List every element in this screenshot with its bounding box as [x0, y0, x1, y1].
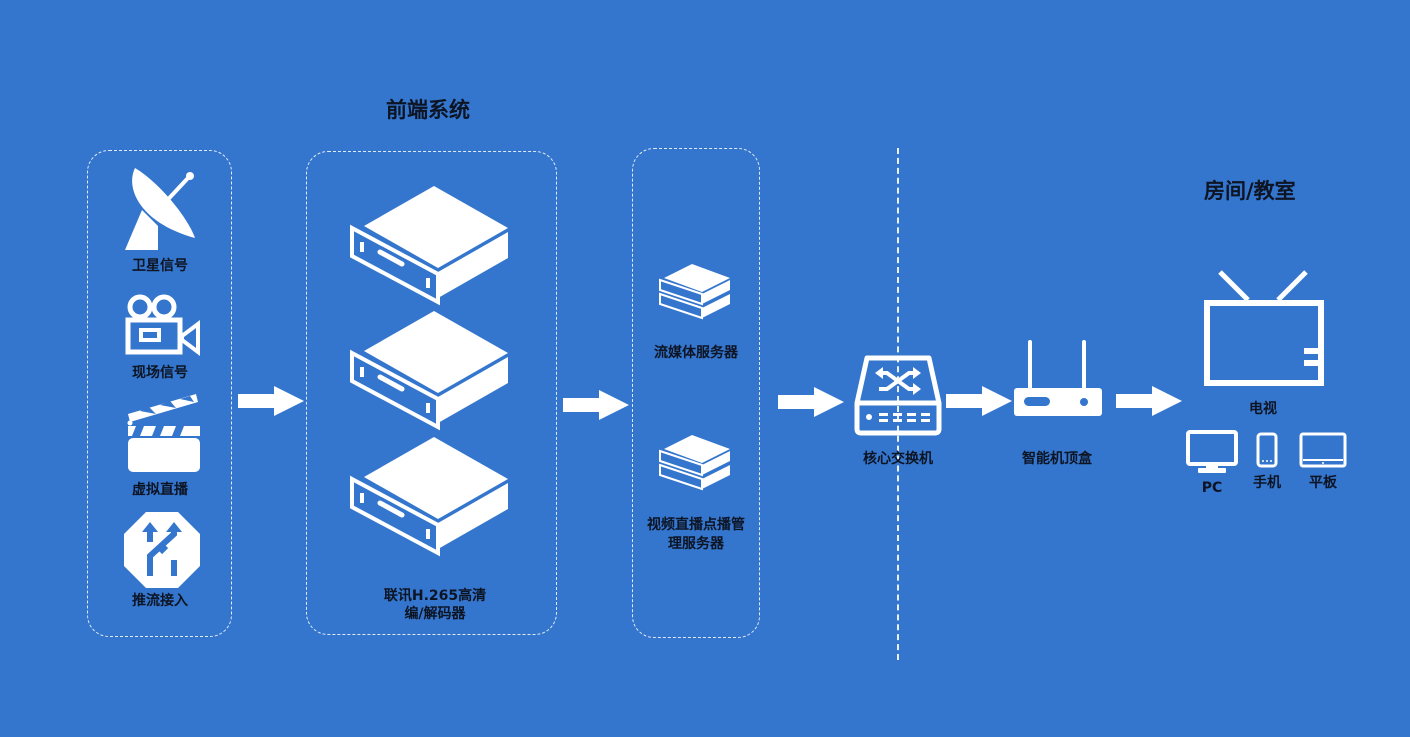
signal-sources-group	[87, 150, 232, 637]
clapperboard-icon	[127, 394, 200, 472]
flow-arrow-1	[238, 386, 304, 416]
room-classroom-title: 房间/教室	[1204, 179, 1296, 203]
source-label-satellite: 卫星信号	[132, 258, 188, 274]
server-label-vod-line2: 理服务器	[668, 536, 724, 552]
video-camera-icon	[125, 294, 200, 356]
terminal-label-tv: 电视	[1249, 401, 1277, 417]
flow-arrow-4	[946, 386, 1012, 416]
server-label-vod-line1: 视频直播点播管	[647, 517, 745, 533]
stream-merge-icon	[124, 512, 200, 588]
encoder-unit-icon	[350, 311, 508, 431]
smartphone-icon	[1256, 432, 1278, 468]
encoder-label-line1: 联讯H.265高清	[383, 588, 487, 604]
flow-arrow-2	[563, 390, 629, 420]
encoder-unit-icon	[350, 186, 508, 306]
source-label-virtual: 虚拟直播	[132, 482, 188, 498]
source-label-push-stream: 推流接入	[132, 593, 188, 609]
satellite-dish-icon	[125, 168, 195, 250]
server-label-streaming: 流媒体服务器	[654, 345, 738, 361]
server-stack-icon	[659, 435, 730, 491]
flow-arrow-5	[1116, 386, 1182, 416]
source-label-live: 现场信号	[132, 365, 188, 381]
tablet-icon	[1299, 432, 1347, 468]
encoder-unit-icon	[350, 437, 508, 557]
frontend-system-title: 前端系统	[386, 98, 470, 122]
server-stack-icon	[659, 264, 730, 320]
terminal-label-tablet: 平板	[1309, 475, 1337, 491]
encoder-label-line2: 编/解码器	[404, 606, 466, 622]
monitor-icon	[1186, 430, 1238, 473]
network-switch-icon	[854, 355, 942, 436]
terminal-label-pc: PC	[1201, 480, 1223, 496]
set-top-box-label: 智能机顶盒	[1022, 451, 1092, 467]
terminal-label-phone: 手机	[1253, 475, 1281, 491]
tv-icon	[1204, 270, 1324, 386]
core-switch-label: 核心交换机	[863, 451, 933, 467]
flow-arrow-3	[778, 387, 844, 417]
encoder-group	[306, 151, 557, 635]
router-icon	[1014, 340, 1102, 416]
server-group	[632, 148, 760, 638]
